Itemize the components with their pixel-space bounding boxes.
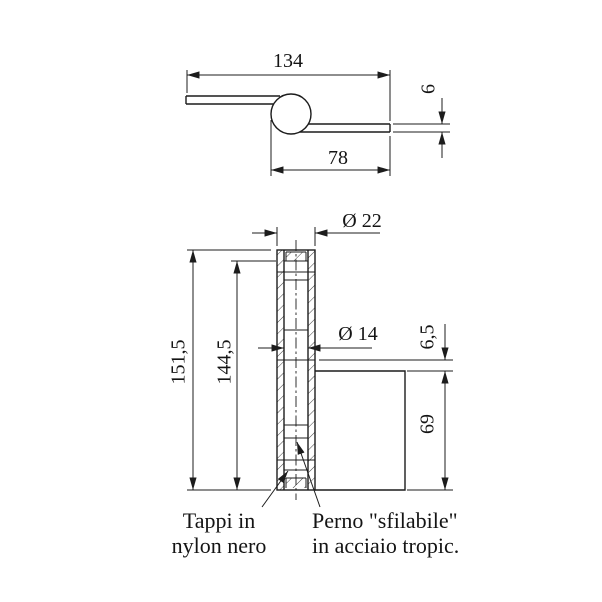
nylon-cap-label-line1: Tappi in	[183, 508, 255, 533]
dim-label-151-5: 151,5	[168, 340, 190, 385]
dim-leaf-height: 69	[407, 371, 453, 491]
leaf-plate	[315, 370, 406, 491]
top-view: 134 6 78	[185, 50, 450, 176]
front-view: Ø 22 Ø 14 151,5 144,5 6,5 69	[168, 210, 453, 500]
dim-label-diameter-14: Ø 14	[338, 323, 377, 345]
nylon-cap-leader-line	[261, 470, 289, 508]
dim-label-diameter-22: Ø 22	[342, 210, 381, 232]
leaf-plate-outline	[315, 370, 406, 491]
dim-barrel-height: 144,5	[214, 260, 276, 490]
dim-total-height: 151,5	[168, 249, 271, 491]
dim-label-78: 78	[328, 147, 348, 169]
dim-pin-diameter: Ø 14	[258, 323, 378, 352]
dim-label-69: 69	[417, 414, 439, 434]
pin-leader-line	[296, 441, 321, 508]
barrel-wall-left-hatch	[277, 250, 284, 490]
dim-leaf-thickness: 6	[393, 84, 450, 158]
annotations: Tappi in nylon nero Perno "sfilabile" in…	[172, 441, 459, 558]
dim-label-144-5: 144,5	[214, 340, 236, 385]
barrel-section	[276, 240, 316, 500]
dim-total-width: 134	[186, 50, 391, 121]
pin-label-line1: Perno "sfilabile"	[312, 508, 458, 533]
dim-top-gap: 6,5	[319, 324, 453, 372]
knuckle-circle	[270, 93, 312, 135]
dim-label-134: 134	[273, 50, 303, 72]
pin-label-line2: in acciaio tropic.	[312, 533, 459, 558]
dim-label-6-5: 6,5	[417, 325, 439, 350]
barrel-wall-right-hatch	[308, 250, 315, 490]
hinge-top-outline	[185, 93, 391, 135]
dim-leaf-length: 78	[270, 120, 391, 176]
nylon-cap-label-line2: nylon nero	[172, 533, 267, 558]
dim-label-6: 6	[418, 84, 440, 94]
dim-barrel-diameter: Ø 22	[252, 210, 382, 246]
